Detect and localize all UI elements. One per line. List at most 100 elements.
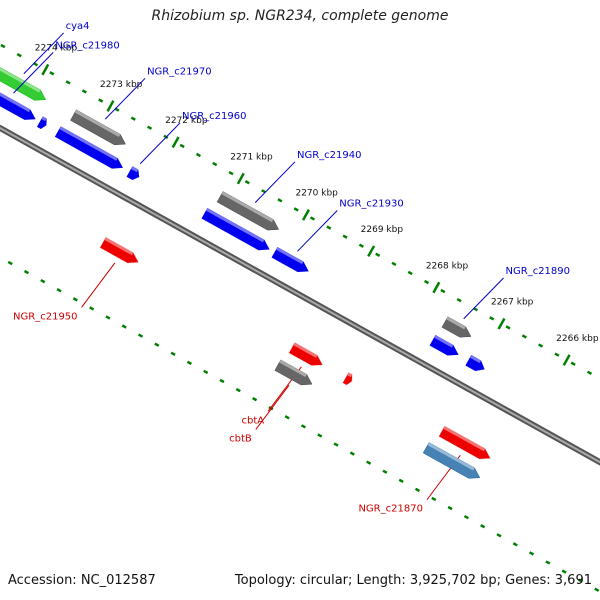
ruler-dot [375,252,381,257]
gene-feature [288,342,324,366]
ruler-dot [528,551,535,556]
gene-feature [465,355,485,371]
ruler-dot [463,514,469,520]
ruler-dot [154,342,160,347]
ruler-dot [480,524,486,529]
ruler-dot [186,360,192,366]
ruler-dot [391,261,397,267]
ruler-dot [570,361,576,366]
gene-feature-highlight [433,335,454,348]
genome-summary: Topology: circular; Length: 3,925,702 bp… [234,573,592,588]
ruler-dot [121,324,127,329]
ruler-dot [342,234,348,239]
gene-leader-line [255,384,290,430]
ruler-dot [16,52,22,58]
ruler-dot [358,243,364,248]
ruler-tick-label: 2269 kbp [361,225,404,235]
ruler-tick-label: 2271 kbp [230,152,273,162]
gene-feature-highlight [104,237,134,256]
gene-feature-highlight [74,109,121,137]
gene-label: NGR_c21970 [147,66,212,77]
ruler-tick-label: 2266 kbp [556,334,599,344]
gene-leader-line [23,32,64,75]
ruler-dot [179,143,185,149]
gene-feature-highlight [293,342,318,358]
gene-label: NGR_c21870 [358,504,423,515]
gene-leader-line [13,51,54,94]
gene-feature-highlight [279,359,307,378]
ruler-dot [130,116,136,121]
gene-label: NGR_c21980 [55,40,120,51]
ruler-dot [293,207,299,212]
gene-feature-highlight [275,247,304,265]
gene-feature [271,247,309,273]
ruler-dot [496,533,502,538]
ruler-dot [414,487,421,493]
gene-feature-highlight [446,316,466,330]
ruler-tick-label: 2270 kbp [295,189,338,199]
ruler-tick-label: 2268 kbp [426,261,469,271]
ruler-tick [367,245,376,258]
ruler-dot [521,334,527,339]
ruler-dot [81,89,87,94]
gene-leader-line [463,277,504,320]
backbone-highlight [0,126,600,464]
accession-label: Accession: NC_012587 [8,573,156,588]
gene-feature [201,208,270,251]
ruler-tick [171,136,180,149]
ruler-dot [252,396,258,402]
ruler-dot [40,278,46,284]
ruler-dot [505,325,511,330]
ruler-dot [398,478,404,484]
ruler-tick [497,317,506,330]
ruler-dot [326,225,332,230]
ruler-dot [300,424,307,429]
ruler-dot [577,578,583,583]
ruler-dot [554,352,560,357]
ruler-dot [195,152,202,158]
ruler-tick-label: 2272 kbp [165,116,208,126]
gene-feature [54,126,123,169]
gene-leader-line [81,262,116,308]
ruler-dot [586,370,593,375]
gene-feature-highlight [0,92,31,113]
gene-feature-highlight [130,166,139,173]
gene-label: cya4 [66,21,90,32]
gene-feature-highlight [427,442,475,471]
ruler-dot [0,43,6,49]
ruler-dot [512,542,518,547]
gene-feature-highlight [205,208,265,243]
ruler-dot [49,71,55,76]
ruler-dot [7,260,13,266]
ruler-tick-label: 2274 kbp [35,43,78,53]
ruler-tick [106,100,115,112]
gene-label: cbtA [241,415,264,426]
gene-label: NGR_c21960 [182,111,247,122]
ruler-tick-label: 2267 kbp [491,298,534,308]
ruler-dot [309,216,316,221]
gene-label: NGR_c21950 [13,311,78,322]
ruler-dot [56,288,62,293]
gene-feature-highlight [0,67,41,93]
ruler-dot [382,469,388,474]
ruler-tick [432,281,441,294]
gene-label: NGR_c21890 [506,266,571,277]
ruler-dot [538,343,544,348]
map-title: Rhizobium sp. NGR234, complete genome [151,8,449,24]
gene-feature [441,316,472,338]
ruler-tick [236,172,245,185]
gene-leader-line [297,210,338,252]
ruler-dot [244,180,250,185]
gene-feature-highlight [346,372,353,378]
ruler-dot [235,387,241,393]
ruler-dot [147,125,153,130]
ruler-dot [333,442,339,447]
gene-feature [99,236,140,264]
gene-label: cbtB [229,434,252,445]
ruler-dot [407,270,413,276]
ruler-dot [431,496,437,502]
ruler-dot [105,315,111,320]
gene-label: NGR_c21940 [297,150,362,161]
ruler-dot [72,297,78,302]
ruler-dot [561,569,567,574]
